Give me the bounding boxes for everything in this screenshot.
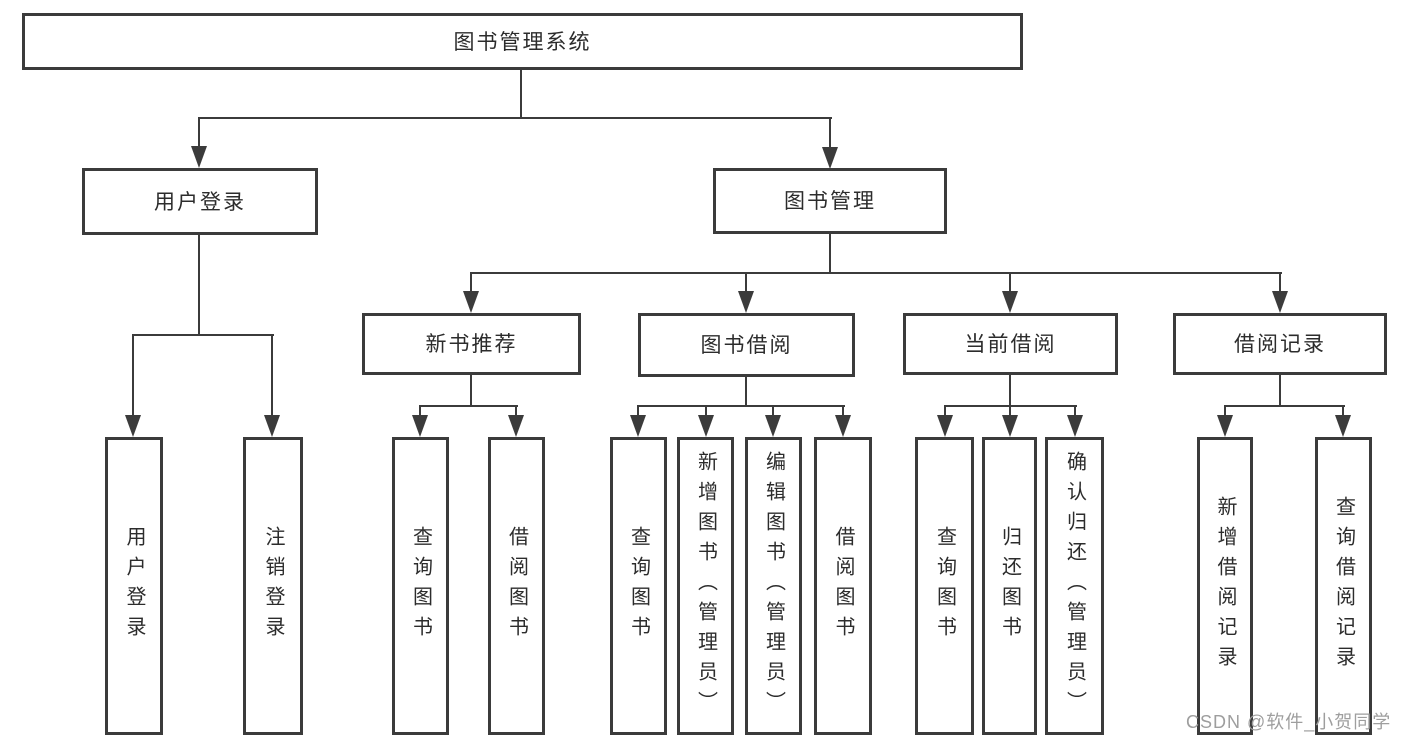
arrowhead-down-icon [1217,415,1233,437]
line-segment [1224,405,1345,407]
line-segment [745,272,747,294]
line-segment [772,405,774,418]
line-segment [470,272,1282,274]
node-book-borrow: 图书借阅 [638,313,855,377]
leaf-confirm-return-admin-label: 确认归还（管理员） [1063,451,1086,721]
line-segment [637,405,639,418]
arrowhead-down-icon [1002,415,1018,437]
line-segment [1279,375,1281,407]
node-new-book-recommend: 新书推荐 [362,313,581,375]
line-segment [1009,272,1011,294]
leaf-query-borrow-record-label: 查询借阅记录 [1332,496,1355,676]
node-user-login: 用户登录 [82,168,318,235]
leaf-query-books-current-label: 查询图书 [933,526,956,646]
csdn-watermark: CSDN @软件_小贺同学 [1186,712,1392,732]
leaf-edit-books-admin-label: 编辑图书（管理员） [762,451,785,721]
line-segment [705,405,707,418]
leaf-logout-login: 注销登录 [243,437,303,735]
line-segment [745,377,747,407]
node-new-book-recommend-label: 新书推荐 [425,333,518,356]
node-borrow-records-label: 借阅记录 [1234,333,1326,356]
node-root: 图书管理系统 [22,13,1023,70]
line-segment [944,405,946,418]
line-segment [842,405,844,418]
line-segment [419,405,518,407]
leaf-return-books: 归还图书 [982,437,1037,735]
arrowhead-down-icon [191,146,207,168]
arrowhead-down-icon [412,415,428,437]
leaf-user-login-label: 用户登录 [123,526,145,646]
leaf-add-borrow-record: 新增借阅记录 [1197,437,1253,735]
line-segment [520,70,522,118]
leaf-borrow-books-borrow: 借阅图书 [814,437,872,735]
line-segment [1279,272,1281,294]
leaf-query-books-current: 查询图书 [915,437,974,735]
arrowhead-down-icon [1272,291,1288,313]
line-segment [637,405,845,407]
arrowhead-down-icon [1002,291,1018,313]
arrowhead-down-icon [1335,415,1351,437]
line-segment [829,117,831,150]
leaf-edit-books-admin: 编辑图书（管理员） [745,437,802,735]
line-segment [198,234,200,336]
line-segment [132,334,134,418]
arrowhead-down-icon [698,415,714,437]
node-book-borrow-label: 图书借阅 [700,334,793,357]
leaf-confirm-return-admin: 确认归还（管理员） [1045,437,1104,735]
arrowhead-down-icon [835,415,851,437]
leaf-add-books-admin: 新增图书（管理员） [677,437,734,735]
line-segment [1009,405,1011,418]
leaf-add-books-admin-label: 新增图书（管理员） [694,451,717,721]
arrowhead-down-icon [822,147,838,169]
leaf-borrow-books-borrow-label: 借阅图书 [832,526,854,646]
line-segment [1074,405,1076,418]
node-book-management: 图书管理 [713,168,947,234]
arrowhead-down-icon [264,415,280,437]
leaf-query-borrow-record: 查询借阅记录 [1315,437,1372,735]
leaf-borrow-books-recommend: 借阅图书 [488,437,545,735]
line-segment [132,334,274,336]
arrowhead-down-icon [463,291,479,313]
node-borrow-records: 借阅记录 [1173,313,1387,375]
arrowhead-down-icon [125,415,141,437]
arrowhead-down-icon [508,415,524,437]
line-segment [470,375,472,407]
line-segment [419,405,421,418]
leaf-logout-login-label: 注销登录 [262,526,284,646]
node-user-login-label: 用户登录 [154,190,246,214]
arrowhead-down-icon [738,291,754,313]
line-segment [1342,405,1344,418]
line-segment [1224,405,1226,418]
node-current-borrow: 当前借阅 [903,313,1118,375]
node-current-borrow-label: 当前借阅 [964,333,1057,356]
line-segment [198,117,200,149]
line-segment [1009,375,1011,407]
node-root-label: 图书管理系统 [453,30,592,54]
line-segment [470,272,472,294]
leaf-user-login: 用户登录 [105,437,163,735]
arrowhead-down-icon [1067,415,1083,437]
leaf-borrow-books-recommend-label: 借阅图书 [505,526,528,646]
line-segment [271,334,273,418]
leaf-query-books-recommend-label: 查询图书 [409,526,432,646]
arrowhead-down-icon [937,415,953,437]
leaf-return-books-label: 归还图书 [998,526,1021,646]
line-segment [829,233,831,274]
line-segment [198,117,832,119]
line-segment [515,405,517,418]
arrowhead-down-icon [630,415,646,437]
arrowhead-down-icon [765,415,781,437]
leaf-query-books-borrow: 查询图书 [610,437,667,735]
leaf-query-books-recommend: 查询图书 [392,437,449,735]
leaf-add-borrow-record-label: 新增借阅记录 [1214,496,1236,676]
leaf-query-books-borrow-label: 查询图书 [627,526,650,646]
node-book-management-label: 图书管理 [784,190,876,213]
